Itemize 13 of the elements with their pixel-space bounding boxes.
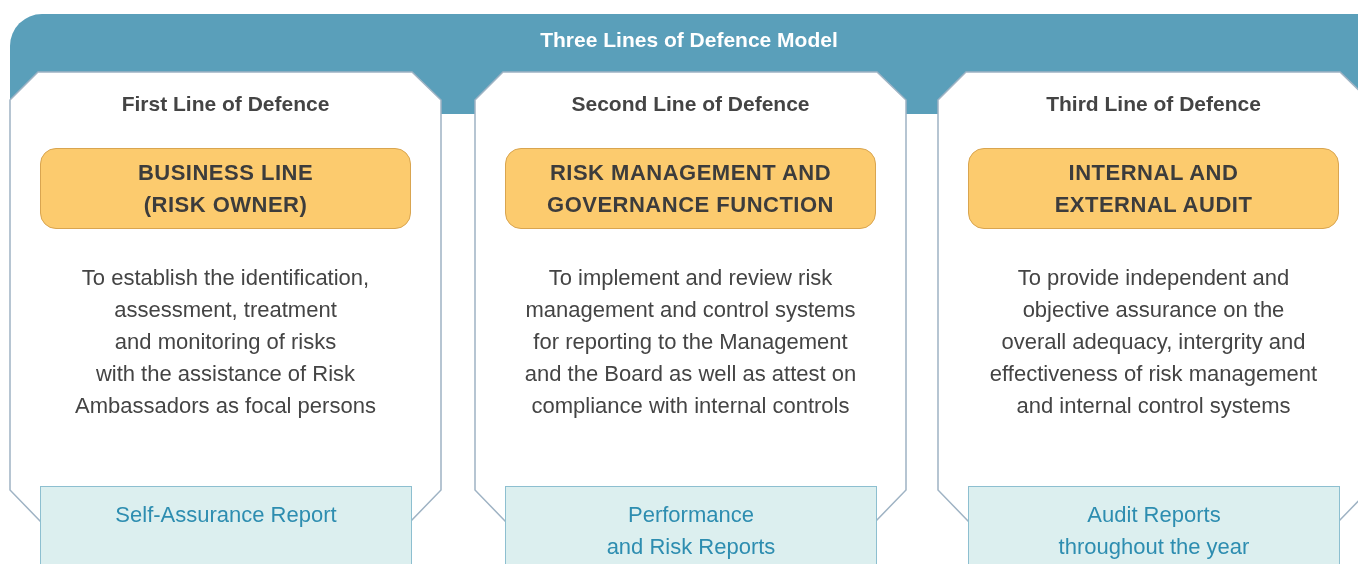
report-box: Audit Reports throughout the year xyxy=(968,486,1340,564)
panel-description: To provide independent and objective assurance on the overall adequacy, intergrity and effectiveness of risk management and internal control systems xyxy=(988,264,1319,420)
function-box: BUSINESS LINE (RISK OWNER) xyxy=(40,148,411,229)
panel-heading: Third Line of Defence xyxy=(1046,92,1261,115)
function-box: RISK MANAGEMENT AND GOVERNANCE FUNCTION xyxy=(505,148,876,229)
panel-heading: Second Line of Defence xyxy=(571,92,810,115)
diagram-title: Three Lines of Defence Model xyxy=(540,28,838,51)
panel-description: To establish the identification, assessment, treatment and monitoring of risks with the assistance of Risk Ambassadors as focal persons xyxy=(74,264,377,420)
report-box: Self-Assurance Report xyxy=(40,486,412,564)
report-box: Performance and Risk Reports xyxy=(505,486,877,564)
function-box: INTERNAL AND EXTERNAL AUDIT xyxy=(968,148,1339,229)
panel-description: To implement and review risk management and control systems for reporting to the Management and the Board as well as attest on compliance with internal controls xyxy=(523,264,858,420)
panel-heading: First Line of Defence xyxy=(121,92,330,115)
